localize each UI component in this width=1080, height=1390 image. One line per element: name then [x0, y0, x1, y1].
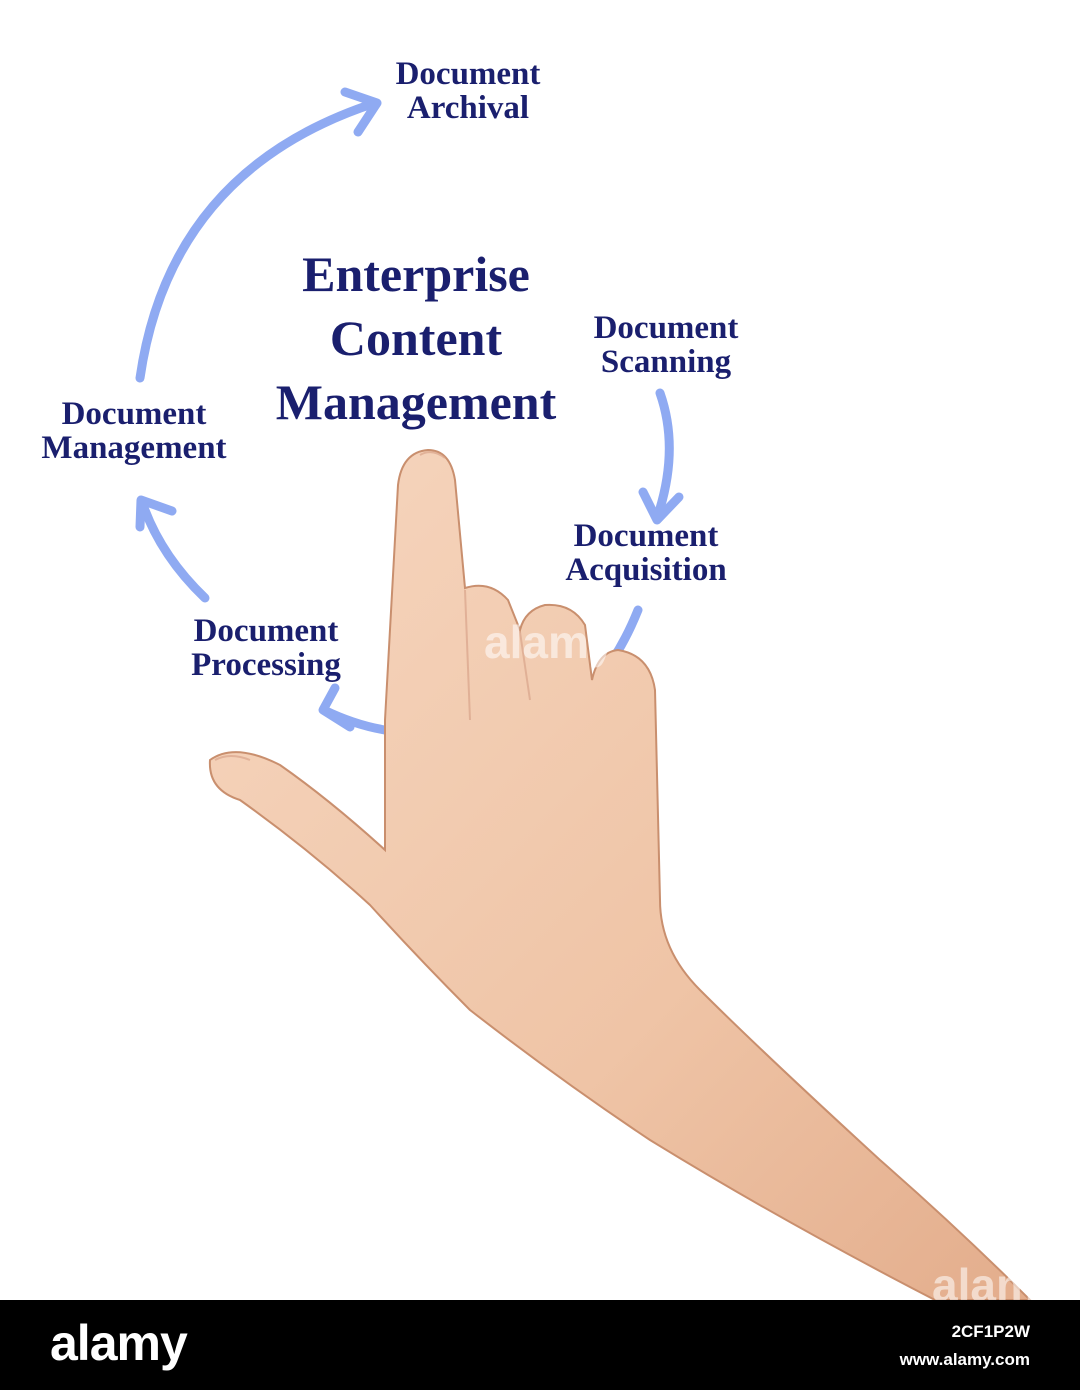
step-processing-line-2: Processing	[191, 646, 341, 683]
step-management: Document Management	[24, 396, 244, 466]
step-acquisition: Document Acquisition	[546, 518, 746, 588]
arrow-scanning-to-acquisition	[652, 388, 674, 523]
alamy-logo: alamy	[50, 1315, 188, 1371]
arrowhead-acquisition	[638, 487, 684, 525]
arrowhead-management	[135, 495, 177, 532]
hand-pointing-icon	[208, 448, 1032, 1300]
step-processing-line-1: Document	[193, 613, 339, 649]
diagram-canvas: Enterprise Content Management Document A…	[24, 56, 1063, 1300]
image-id: 2CF1P2W	[951, 1322, 1030, 1341]
arrowhead-archival	[340, 87, 382, 137]
step-archival-line-2: Archival	[406, 89, 530, 126]
step-scanning-line-1: Document	[593, 310, 739, 346]
step-management-line-2: Management	[41, 429, 227, 466]
step-management-line-1: Document	[61, 396, 207, 432]
arrowhead-processing	[318, 683, 355, 732]
site-url: www.alamy.com	[899, 1350, 1030, 1369]
watermark-bottom-right: alamy	[932, 1259, 1063, 1300]
cycle-arrows	[135, 87, 1032, 1300]
title-line-2: Content	[329, 310, 503, 366]
diagram-title: Enterprise Content Management	[256, 242, 576, 434]
step-acquisition-line-2: Acquisition	[565, 551, 727, 588]
footer-bar: alamy 2CF1P2W www.alamy.com	[0, 1300, 1080, 1390]
step-scanning: Document Scanning	[566, 310, 766, 380]
step-scanning-line-2: Scanning	[600, 343, 732, 380]
arrow-processing-to-management	[137, 497, 210, 603]
title-line-3: Management	[275, 374, 557, 430]
watermark-center: alamy	[484, 616, 615, 668]
step-processing: Document Processing	[166, 613, 366, 683]
step-archival: Document Archival	[368, 56, 568, 126]
title-line-1: Enterprise	[302, 246, 530, 302]
step-archival-line-1: Document	[395, 56, 541, 92]
step-acquisition-line-1: Document	[573, 518, 719, 554]
arrow-management-to-archival	[135, 98, 380, 383]
